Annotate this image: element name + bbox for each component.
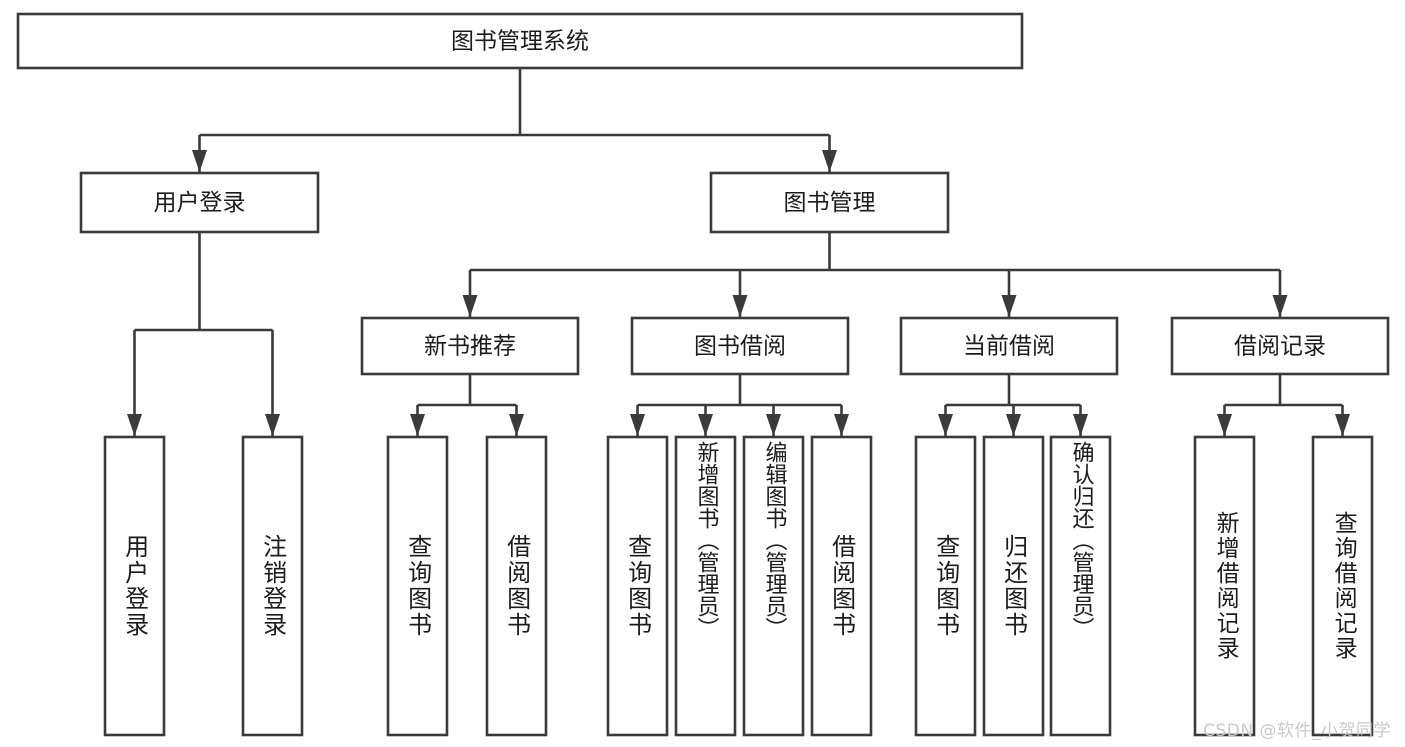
leaf-box[interactable] — [914, 435, 977, 737]
leaf-node[interactable] — [742, 435, 805, 737]
arrow-head-icon — [410, 414, 425, 436]
arrow-head-icon — [1006, 414, 1021, 436]
leaf-node[interactable] — [386, 435, 449, 737]
level3-box[interactable] — [360, 316, 580, 376]
root-box[interactable] — [16, 12, 1024, 70]
arrow-head-icon — [509, 414, 524, 436]
connectors-layer — [127, 68, 1350, 436]
leaf-node[interactable] — [485, 435, 548, 737]
arrow-head-icon — [1001, 295, 1017, 317]
arrow-head-icon — [1217, 414, 1232, 436]
arrow-head-icon — [834, 414, 849, 436]
leaf-node[interactable] — [1049, 435, 1112, 737]
arrow-head-icon — [127, 414, 142, 436]
leaf-box[interactable] — [1193, 435, 1256, 737]
arrow-head-icon — [265, 414, 280, 436]
leaf-node[interactable] — [1311, 435, 1374, 737]
leaf-box[interactable] — [103, 435, 166, 737]
level2-label: 用户登录 — [154, 190, 246, 216]
level3-label: 新书推荐 — [424, 334, 516, 360]
level3-node[interactable] — [630, 316, 850, 376]
leaf-box[interactable] — [1049, 435, 1112, 737]
level2-box[interactable] — [79, 171, 320, 234]
arrow-head-icon — [732, 295, 748, 317]
boxes-layer — [16, 12, 1390, 737]
leaf-node[interactable] — [810, 435, 873, 737]
level3-box[interactable] — [630, 316, 850, 376]
arrow-head-icon — [462, 295, 478, 317]
leaf-box[interactable] — [241, 435, 304, 737]
level2-label: 图书管理 — [784, 190, 876, 216]
arrow-head-icon — [938, 414, 953, 436]
leaf-node[interactable] — [606, 435, 669, 737]
level3-label: 当前借阅 — [963, 334, 1055, 360]
leaf-box[interactable] — [674, 435, 737, 737]
level3-node[interactable] — [1170, 316, 1390, 376]
leaf-box[interactable] — [742, 435, 805, 737]
root-node[interactable] — [16, 12, 1024, 70]
root-label: 图书管理系统 — [451, 29, 589, 55]
arrow-head-icon — [192, 150, 207, 172]
leaf-box[interactable] — [606, 435, 669, 737]
level3-label: 图书借阅 — [694, 334, 786, 360]
leaf-node[interactable] — [1193, 435, 1256, 737]
arrow-head-icon — [698, 414, 713, 436]
level2-node[interactable] — [709, 171, 950, 234]
leaf-box[interactable] — [386, 435, 449, 737]
arrow-head-icon — [630, 414, 645, 436]
leaf-box[interactable] — [810, 435, 873, 737]
leaf-box[interactable] — [982, 435, 1045, 737]
arrow-head-icon — [766, 414, 781, 436]
level3-node[interactable] — [360, 316, 580, 376]
arrow-head-icon — [822, 150, 837, 172]
level3-box[interactable] — [899, 316, 1119, 376]
level2-box[interactable] — [709, 171, 950, 234]
level3-box[interactable] — [1170, 316, 1390, 376]
arrow-head-icon — [1073, 414, 1088, 436]
arrow-head-icon — [1272, 295, 1288, 317]
leaf-node[interactable] — [914, 435, 977, 737]
leaf-node[interactable] — [241, 435, 304, 737]
leaf-node[interactable] — [982, 435, 1045, 737]
leaf-box[interactable] — [1311, 435, 1374, 737]
level3-label: 借阅记录 — [1234, 334, 1326, 360]
leaf-node[interactable] — [103, 435, 166, 737]
level3-node[interactable] — [899, 316, 1119, 376]
leaf-node[interactable] — [674, 435, 737, 737]
level2-node[interactable] — [79, 171, 320, 234]
arrow-head-icon — [1335, 414, 1350, 436]
leaf-box[interactable] — [485, 435, 548, 737]
watermark: CSDN @软件_小贺同学 — [1203, 721, 1391, 741]
